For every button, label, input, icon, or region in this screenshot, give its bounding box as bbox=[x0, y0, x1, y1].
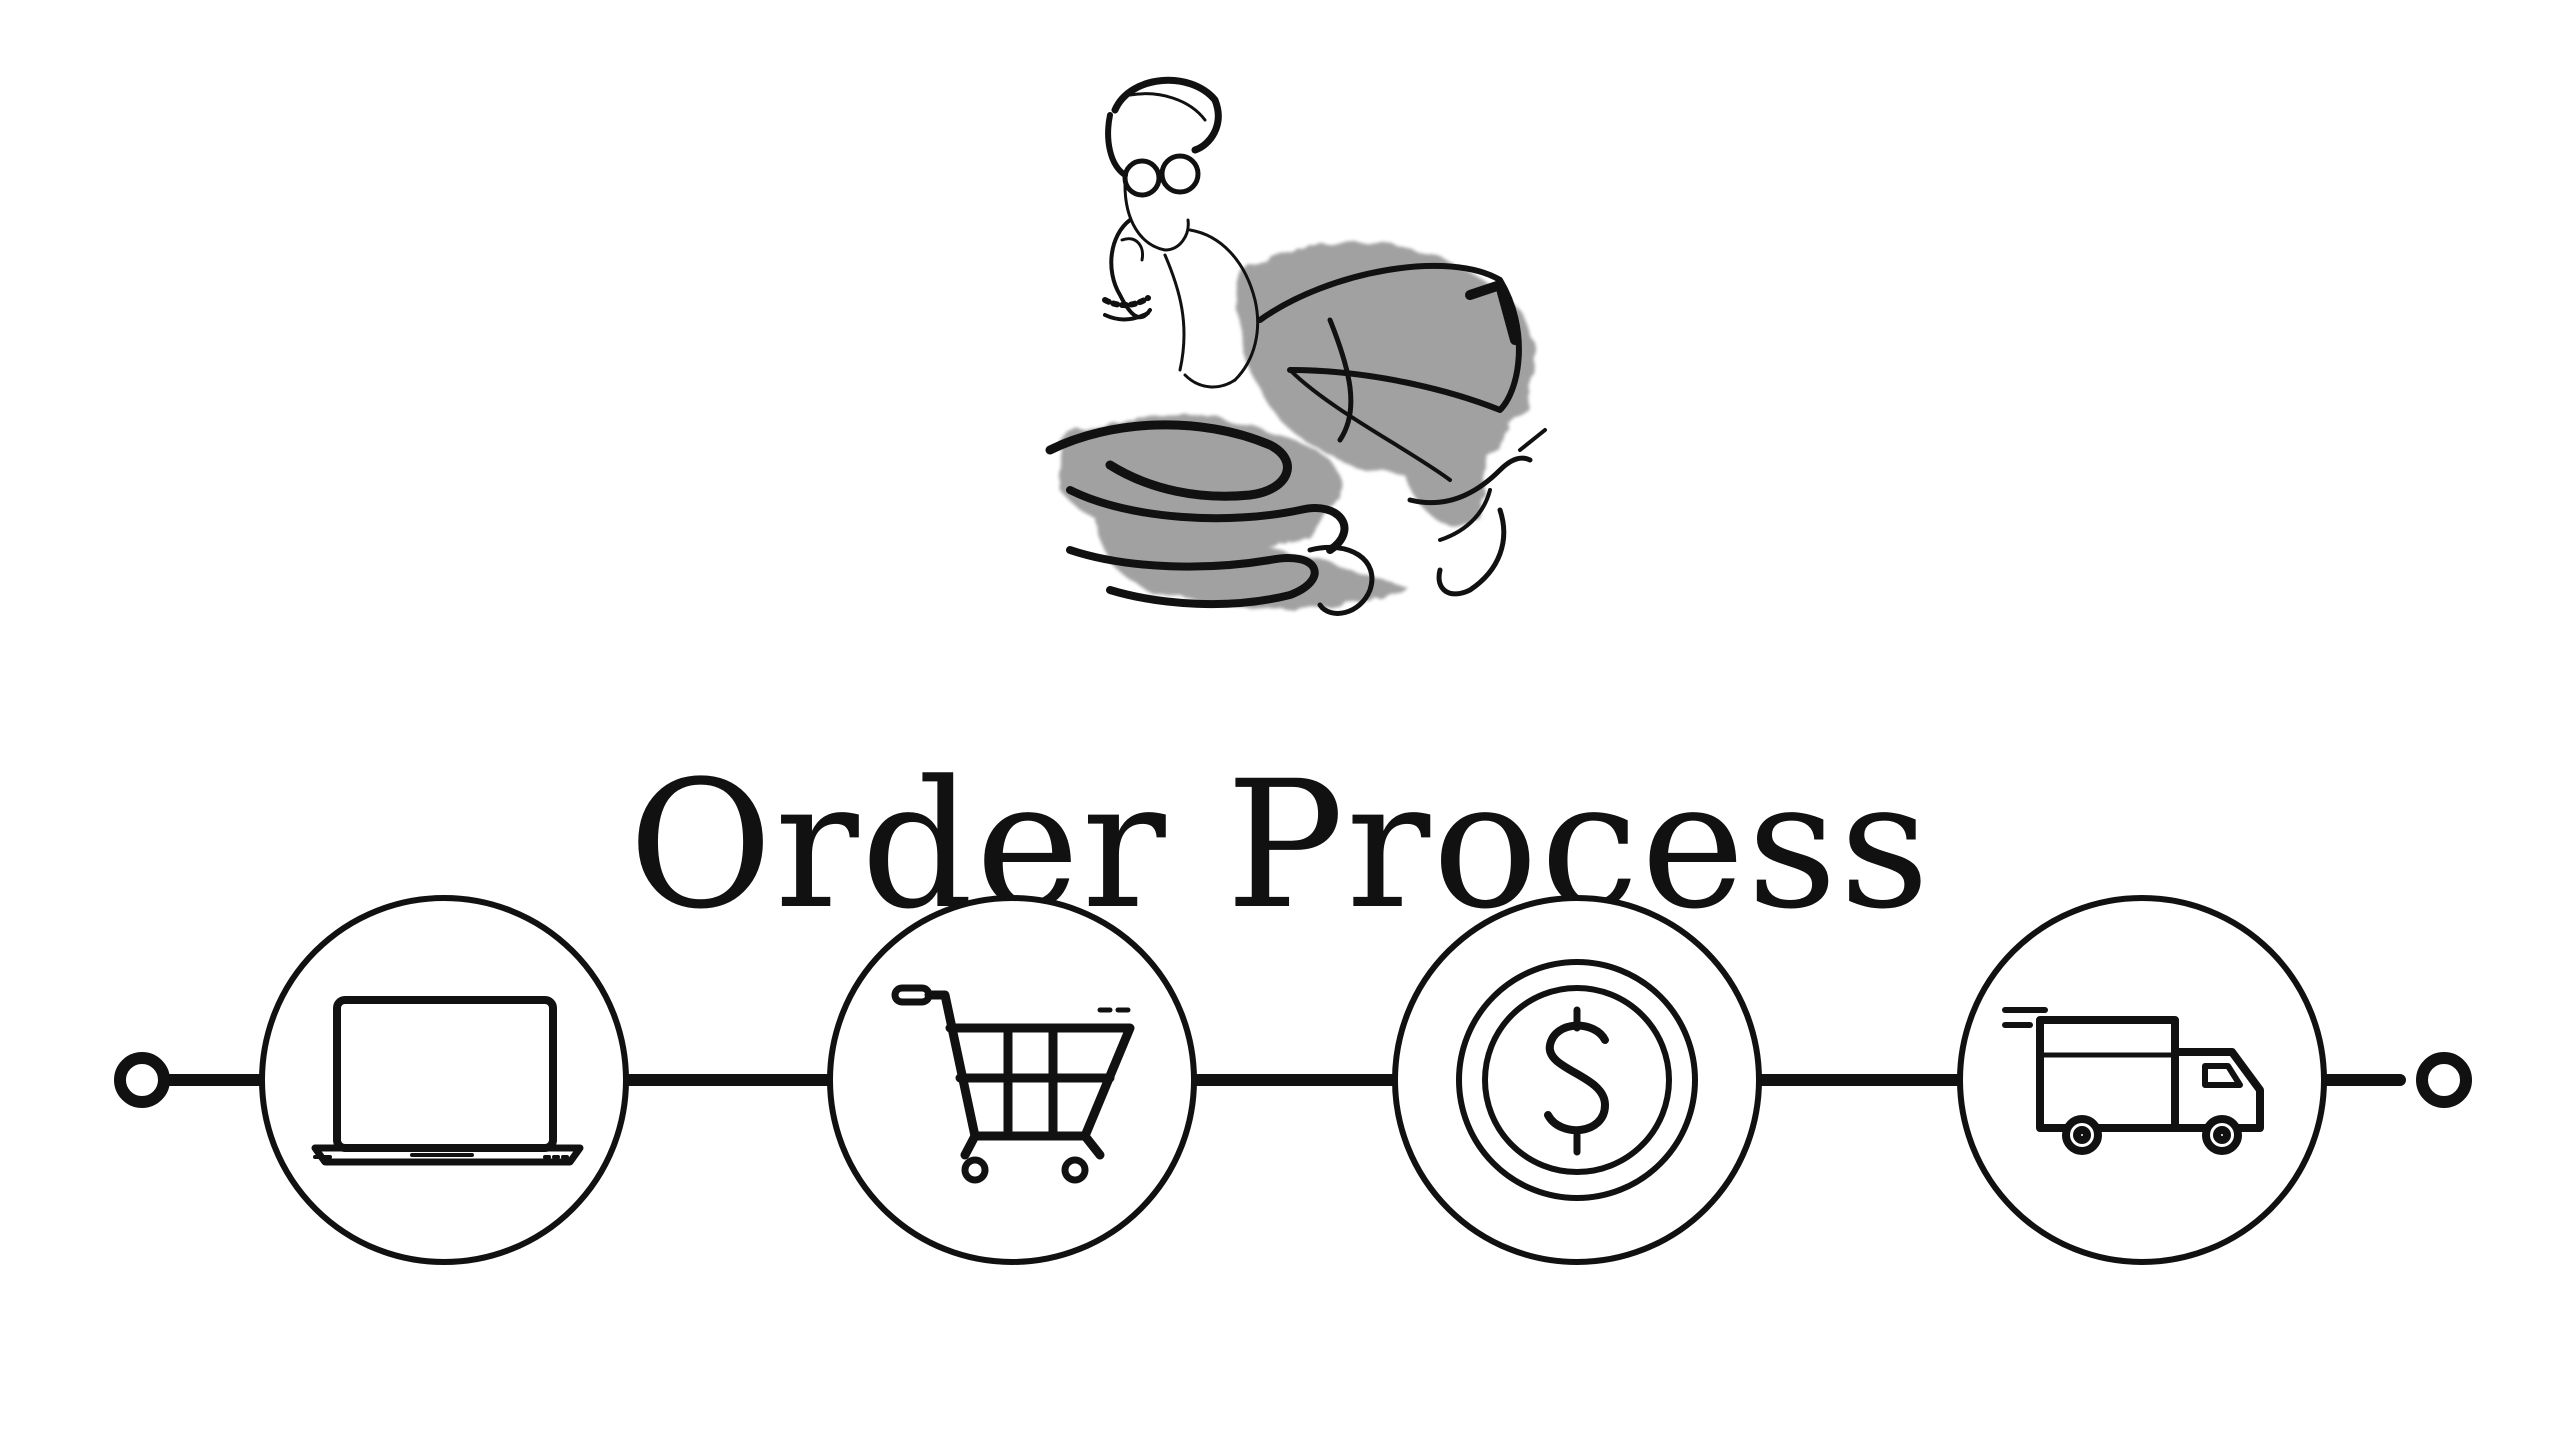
page-title: Order Process bbox=[628, 742, 1932, 948]
delivery-truck-icon bbox=[2002, 1007, 2264, 1155]
step-circle-payment bbox=[1392, 895, 1762, 1265]
step-circle-delivery bbox=[1957, 895, 2327, 1265]
timeline-end-node bbox=[2416, 1052, 2472, 1108]
laptop-icon bbox=[311, 996, 584, 1166]
timeline-start-node bbox=[114, 1052, 170, 1108]
fashion-woman-illustration bbox=[1045, 76, 1547, 616]
step-circle-browse bbox=[259, 895, 629, 1265]
dollar-coin-icon bbox=[1456, 959, 1698, 1201]
shopping-cart-icon bbox=[891, 984, 1135, 1184]
order-process-timeline bbox=[114, 895, 2472, 1265]
